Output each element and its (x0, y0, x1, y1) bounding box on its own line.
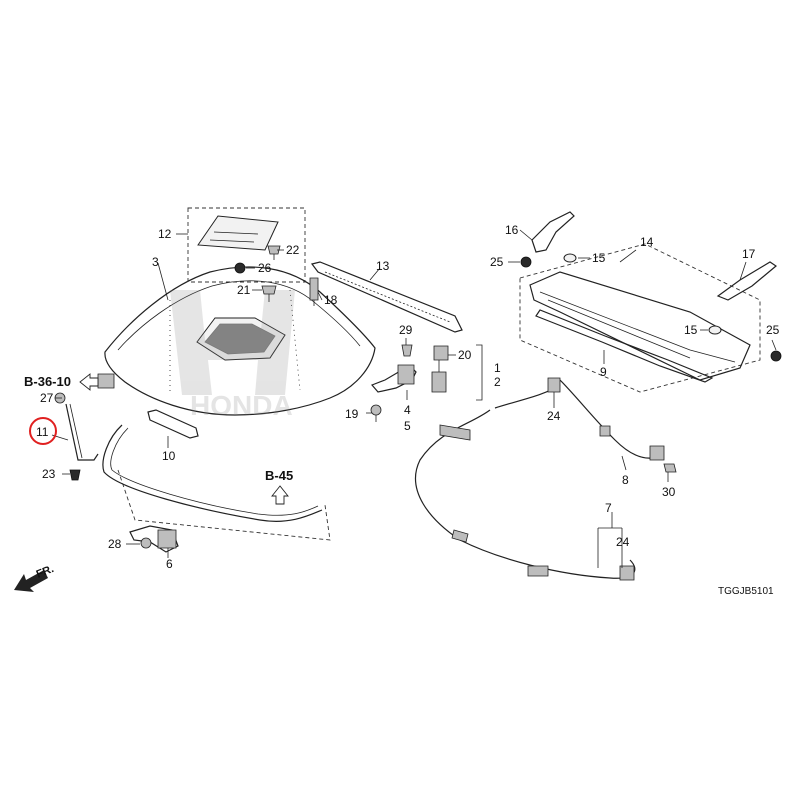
front-arrow-icon (14, 570, 48, 592)
up-arrow-icon (271, 485, 289, 505)
callout-1: 1 (494, 361, 501, 375)
callout-20: 20 (458, 348, 472, 362)
callout-16: 16 (505, 223, 519, 237)
hood-panel (104, 266, 376, 416)
cowl-top-group (519, 243, 761, 393)
callout-23: 23 (42, 467, 56, 481)
callout-26: 26 (258, 261, 272, 275)
hood-weatherstrip (310, 261, 463, 333)
callout-27: 27 (40, 391, 54, 405)
diagram-code: TGGJB5101 (718, 586, 774, 597)
hood-latch-6 (129, 525, 179, 553)
callout-3: 3 (152, 255, 159, 269)
callout-4: 4 (404, 403, 411, 417)
watermark-text: HONDA (190, 390, 293, 421)
group-bracket-1-2 (476, 344, 483, 401)
front-direction: FR. (14, 563, 56, 592)
callout-9: 9 (600, 365, 607, 379)
callout-12: 12 (158, 227, 172, 241)
hood-release-cable (414, 377, 665, 581)
callout-28: 28 (108, 537, 122, 551)
callout-24b: 24 (616, 535, 630, 549)
honda-watermark: HONDA (170, 290, 295, 421)
callout-10: 10 (162, 449, 176, 463)
callout-15a: 15 (592, 251, 606, 265)
callout-17: 17 (742, 247, 756, 261)
callout-13: 13 (376, 259, 390, 273)
bracket-16 (531, 211, 575, 253)
ref-b-45: B-45 (265, 468, 293, 505)
ref-label-b-45: B-45 (265, 468, 293, 483)
leader-lines (51, 229, 777, 558)
callout-29: 29 (399, 323, 413, 337)
callout-11: 11 (36, 425, 49, 439)
callout-24a: 24 (547, 409, 561, 423)
ref-label-b-36-10: B-36-10 (24, 374, 71, 389)
callout-7: 7 (605, 501, 612, 515)
front-seal-strip (102, 424, 331, 541)
clip-25-left (520, 256, 532, 268)
cowl-seal-9 (535, 309, 714, 383)
callout-19: 19 (345, 407, 359, 421)
clip-23 (69, 469, 81, 481)
bolt-28 (140, 537, 152, 549)
callout-25a: 25 (490, 255, 504, 269)
callout-21: 21 (237, 283, 251, 297)
ref-arrow-icon (79, 373, 99, 391)
front-label: FR. (35, 563, 56, 581)
clip-25-right (770, 350, 782, 362)
callout-6: 6 (166, 557, 173, 571)
bolt-19 (370, 404, 382, 422)
callout-2: 2 (494, 375, 501, 389)
stopper (97, 373, 115, 389)
bolt-18 (309, 277, 319, 306)
ref-b-36-10: B-36-10 (24, 373, 99, 391)
latch-20 (431, 345, 449, 393)
bracket-17 (716, 261, 778, 301)
vent-cover-group (187, 207, 306, 302)
callout-14: 14 (640, 235, 654, 249)
hood-support-rod (54, 392, 99, 461)
callout-8: 8 (622, 473, 629, 487)
nut-30 (663, 463, 677, 473)
callout-25b: 25 (766, 323, 780, 337)
callout-18: 18 (324, 293, 338, 307)
highlight-circle (29, 417, 57, 445)
hood-hinge (370, 344, 417, 393)
callout-5: 5 (404, 419, 411, 433)
group-bracket-7 (597, 527, 623, 568)
bracket-10 (147, 409, 199, 439)
callout-labels: 1 2 3 4 5 6 7 8 9 10 11 12 13 14 15 15 1… (36, 223, 780, 571)
callout-15b: 15 (684, 323, 698, 337)
callout-30: 30 (662, 485, 676, 499)
callout-22: 22 (286, 243, 300, 257)
